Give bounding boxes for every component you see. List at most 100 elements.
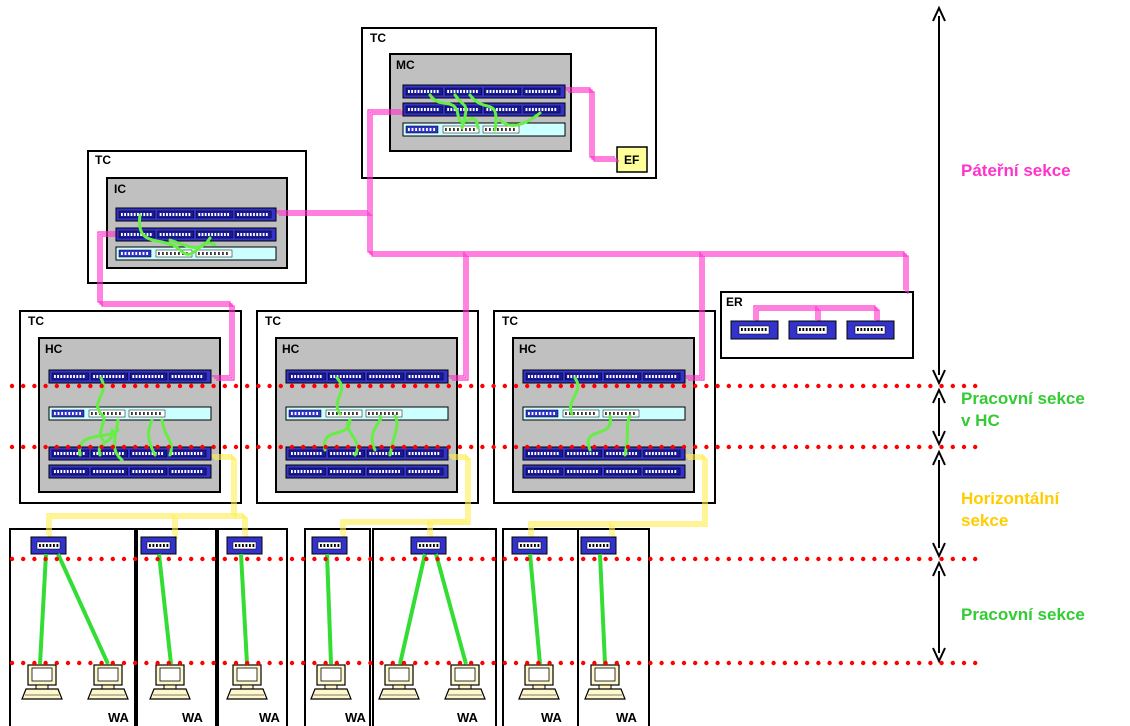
dotted-line-dot [390, 444, 395, 450]
port [124, 213, 126, 216]
dotted-line-dot [917, 383, 922, 389]
port [395, 452, 397, 455]
port [418, 452, 420, 455]
port [489, 128, 491, 131]
work-area-box [304, 528, 371, 726]
dotted-line-dot [368, 556, 373, 562]
dotted-line-dot [99, 556, 104, 562]
port [237, 213, 239, 216]
port [53, 544, 55, 547]
port [174, 375, 177, 378]
port [573, 412, 575, 415]
port [415, 452, 417, 455]
dotted-line-dot [760, 383, 765, 389]
port [586, 375, 589, 378]
port [453, 108, 456, 111]
port [140, 233, 142, 236]
port [531, 412, 534, 415]
dotted-line-dot [424, 660, 429, 666]
port [632, 452, 634, 455]
dotted-line-dot [200, 444, 205, 450]
port [142, 452, 144, 455]
port [319, 452, 322, 455]
port [106, 375, 108, 378]
section-label-backbone: Páteřní sekce [961, 161, 1071, 180]
port [70, 470, 72, 473]
port [184, 375, 187, 378]
dotted-line-dot [446, 556, 451, 562]
backbone-cable-ic [275, 210, 372, 216]
dotted-line-dot [849, 444, 855, 450]
port [424, 375, 427, 378]
patch-cord [346, 418, 359, 457]
port [408, 90, 410, 93]
dotted-line-dot [681, 556, 687, 562]
dotted-line-dot [581, 383, 586, 389]
port [112, 452, 115, 455]
computer-icon [378, 664, 420, 700]
port [262, 213, 265, 216]
port [246, 233, 249, 236]
port [174, 470, 177, 473]
dotted-line-dot [312, 660, 317, 666]
dotted-line-dot [43, 383, 48, 389]
screen [31, 667, 53, 682]
port [259, 233, 262, 236]
port [184, 452, 187, 455]
port [427, 470, 430, 473]
port [151, 412, 153, 415]
port [159, 233, 162, 236]
dotted-line-dot [917, 556, 922, 562]
port [822, 328, 825, 331]
port [133, 233, 136, 236]
port [330, 375, 332, 378]
port-group [288, 409, 322, 418]
port [540, 452, 543, 455]
outlet-port [317, 541, 342, 550]
port [320, 544, 322, 547]
port [645, 452, 648, 455]
port [463, 108, 465, 111]
port [343, 452, 345, 455]
dotted-line-dot [413, 383, 418, 389]
port [303, 452, 306, 455]
port [137, 213, 139, 216]
dotted-line-dot [569, 444, 575, 450]
port [589, 470, 592, 473]
port [747, 328, 750, 331]
dotted-line-dot [334, 444, 339, 450]
port [472, 108, 475, 111]
cable-strand [448, 252, 465, 377]
cable-strand [566, 89, 617, 160]
tc-label: TC [502, 314, 518, 328]
port [151, 375, 154, 378]
dotted-line-dot [424, 383, 429, 389]
cable-strand [101, 235, 235, 381]
port [54, 412, 56, 415]
er-panel [788, 320, 837, 340]
computer-icon [149, 664, 191, 700]
port [143, 412, 145, 415]
port [436, 544, 439, 547]
port [476, 90, 478, 93]
port [107, 412, 109, 415]
port [628, 470, 631, 473]
port [61, 412, 63, 415]
dotted-line-dot [379, 444, 384, 450]
port [592, 544, 595, 547]
port [265, 213, 268, 216]
port [355, 375, 358, 378]
port [424, 90, 426, 93]
port [297, 470, 300, 473]
port [148, 470, 151, 473]
patch-cord [370, 414, 383, 452]
port [616, 375, 618, 378]
port [96, 470, 99, 473]
port [106, 452, 108, 455]
port [664, 452, 667, 455]
port [531, 452, 533, 455]
mc-panel [402, 84, 566, 99]
dotted-line-dot [782, 383, 787, 389]
port [612, 470, 615, 473]
dotted-line-dot [771, 660, 776, 666]
